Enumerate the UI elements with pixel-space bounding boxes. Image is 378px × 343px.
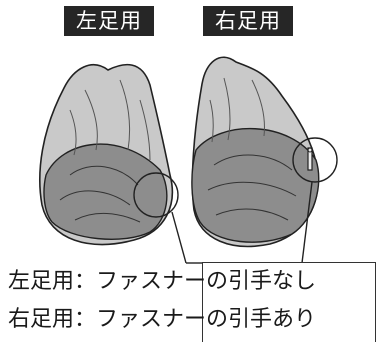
left-foot-cover-drawing [39,63,174,246]
left-foot-label: 左足用 [64,6,154,36]
left-leader-line [171,211,187,264]
left-detail-circle [133,172,179,218]
right-leader-line [301,181,313,264]
caption-right-foot: 右足用：ファスナーの引手あり [8,307,317,332]
right-detail-circle [292,137,338,183]
caption-left-foot: 左足用：ファスナーの引手なし [8,269,317,294]
caption-box [202,262,376,342]
right-foot-label: 右足用 [203,6,293,36]
right-foot-cover-drawing [191,56,320,248]
